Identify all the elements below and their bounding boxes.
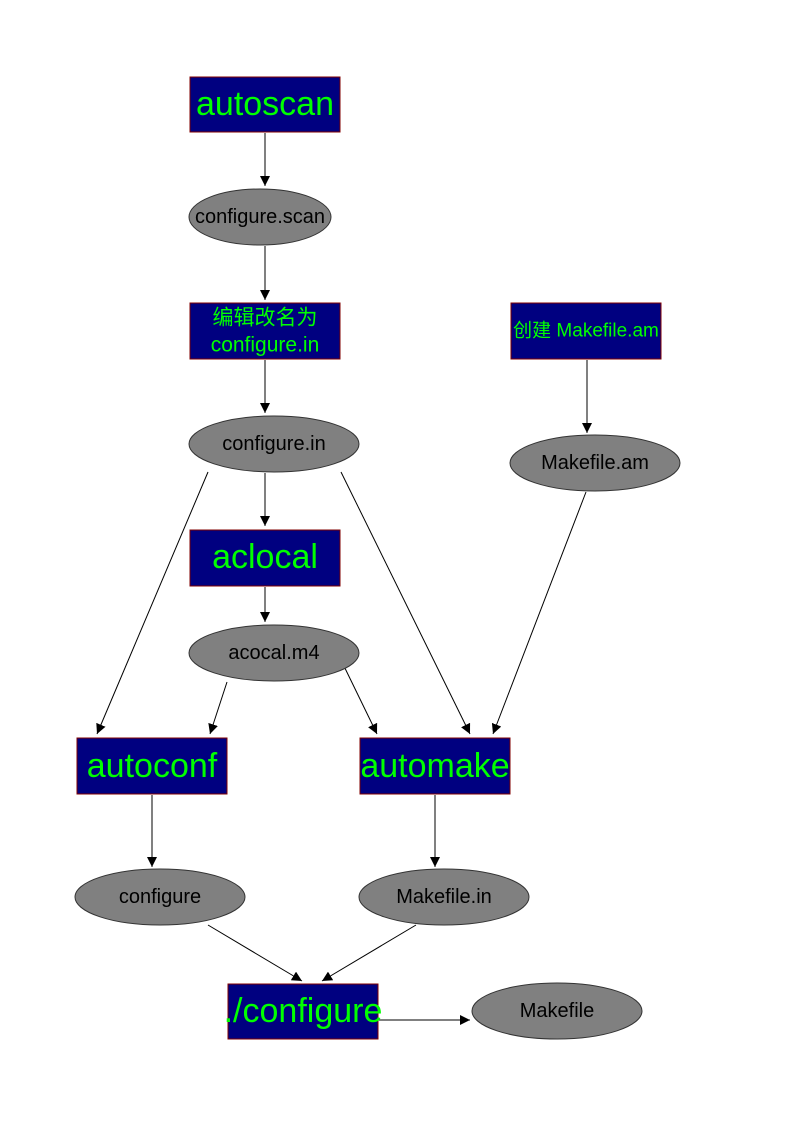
node-run-configure: ./configure (224, 983, 383, 1040)
edges (96, 133, 592, 1025)
edge-configure-in-to-autoconf (96, 471, 209, 735)
node-makefile-am-label: Makefile.am (541, 452, 649, 474)
node-autoscan: autoscan (189, 76, 341, 133)
node-acocal-m4-label: acocal.m4 (228, 642, 319, 664)
node-makefile-in-label: Makefile.in (396, 886, 492, 908)
node-makefile-am: Makefile.am (509, 434, 681, 492)
node-makefile-label: Makefile (520, 1000, 594, 1022)
node-aclocal: aclocal (189, 529, 341, 587)
node-rename-to-configure-in: 编辑改名为 configure.in (189, 302, 341, 360)
node-configure-label: configure (119, 886, 201, 908)
node-configure-scan: configure.scan (188, 188, 332, 246)
node-create-makefile-am: 创建 Makefile.am (510, 302, 662, 360)
node-configure: configure (74, 868, 246, 926)
node-acocal-m4: acocal.m4 (188, 624, 360, 682)
node-autoconf-label: autoconf (87, 747, 218, 785)
node-autoscan-label: autoscan (196, 85, 334, 123)
node-autoconf: autoconf (76, 737, 228, 795)
node-makefile: Makefile (471, 982, 643, 1040)
edge-makefile-in-to-run-configure (321, 924, 417, 982)
node-configure-scan-label: configure.scan (195, 206, 325, 228)
node-configure-in: configure.in (188, 415, 360, 473)
node-automake-label: automake (360, 747, 509, 785)
node-create-makefile-am-label: 创建 Makefile.am (513, 320, 659, 342)
node-rename-label-line1: 编辑改名为 (213, 307, 318, 330)
node-run-configure-label: ./configure (224, 992, 383, 1030)
node-configure-in-label: configure.in (222, 433, 325, 455)
edge-makefile-am-to-automake (491, 491, 587, 735)
edge-acocal-m4-to-autoconf (208, 681, 228, 735)
edge-configure-to-run-configure (207, 924, 303, 982)
node-makefile-in: Makefile.in (358, 868, 530, 926)
node-rename-label-line2: configure.in (211, 334, 320, 357)
node-aclocal-label: aclocal (212, 538, 318, 576)
edge-configure-in-to-automake (340, 471, 471, 735)
node-automake: automake (359, 737, 511, 795)
edge-acocal-m4-to-automake (340, 659, 378, 735)
